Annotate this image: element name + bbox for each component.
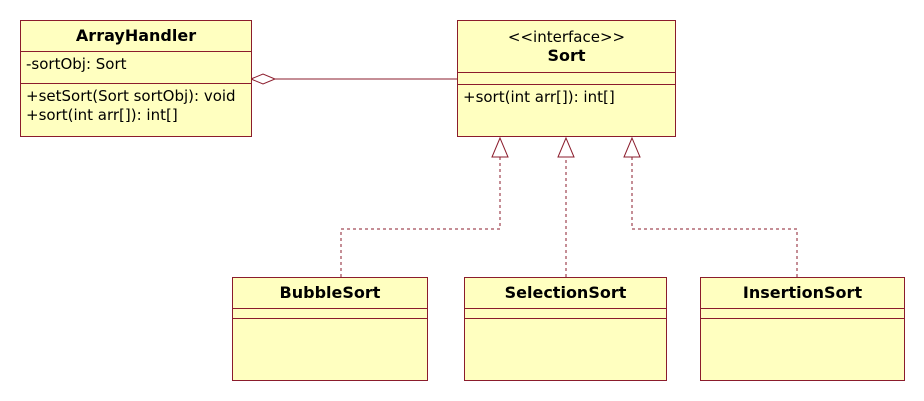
realization-bubblesort-sort [340,136,509,277]
class-header: SelectionSort [465,278,666,309]
operations-compartment [465,319,666,380]
operations-compartment: +sort(int arr[]): int[] [458,85,675,136]
class-header: InsertionSort [701,278,904,309]
operation: +setSort(Sort sortObj): void [26,87,236,105]
attributes-compartment [701,309,904,319]
operation: +sort(int arr[]): int[] [463,88,615,106]
realization-arrowhead [557,136,575,158]
realization-arrowhead [623,136,641,158]
class-name: BubbleSort [279,283,381,302]
realization-insertionsort-sort [623,136,798,277]
class-name: SelectionSort [504,283,627,302]
class-insertionsort[interactable]: InsertionSort [700,277,905,381]
attributes-compartment [233,309,427,319]
class-name: ArrayHandler [75,26,197,45]
stereotype-label: <<interface>> [507,28,626,46]
attributes-compartment: -sortObj: Sort [21,52,251,84]
operation: +sort(int arr[]): int[] [26,106,178,124]
attribute: -sortObj: Sort [26,55,127,73]
class-header: BubbleSort [233,278,427,309]
aggregation-diamond [249,73,277,85]
class-name: Sort [547,46,586,65]
aggregation-arrayhandler-sort [249,73,457,85]
operations-compartment [233,319,427,380]
class-header: <<interface>> Sort [458,21,675,73]
attributes-compartment [465,309,666,319]
class-bubblesort[interactable]: BubbleSort [232,277,428,381]
operations-compartment [701,319,904,380]
attributes-compartment [458,73,675,85]
realization-arrowhead [491,136,509,158]
operations-compartment: +setSort(Sort sortObj): void +sort(int a… [21,84,251,136]
interface-sort[interactable]: <<interface>> Sort +sort(int arr[]): int… [457,20,676,137]
class-arrayhandler[interactable]: ArrayHandler -sortObj: Sort +setSort(Sor… [20,20,252,137]
class-header: ArrayHandler [21,21,251,52]
realization-selectionsort-sort [557,136,575,277]
class-name: InsertionSort [742,283,863,302]
class-selectionsort[interactable]: SelectionSort [464,277,667,381]
